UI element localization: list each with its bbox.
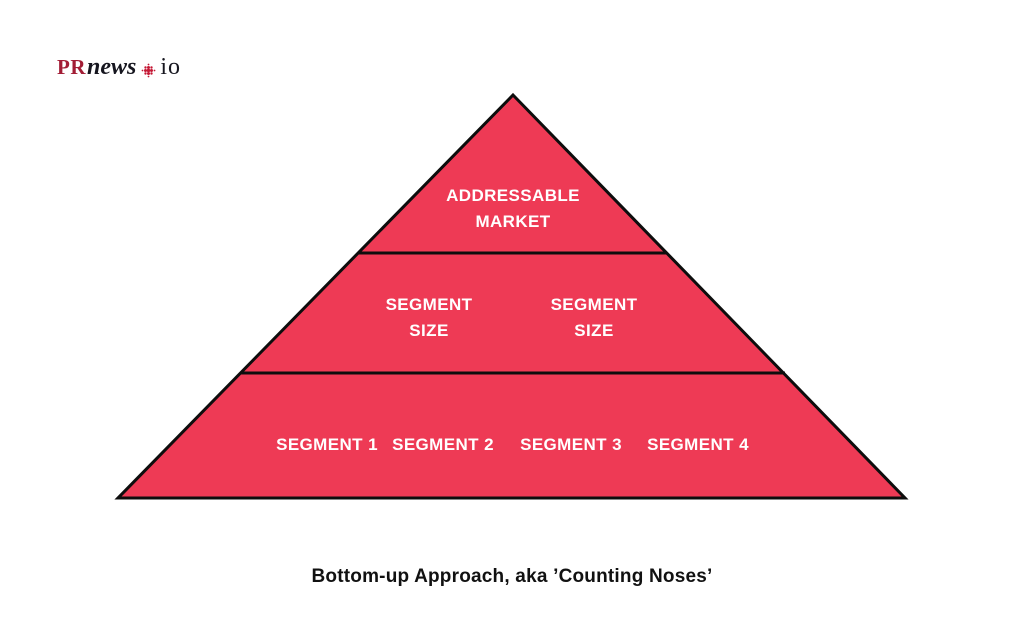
tier3-label-segment1: SEGMENT 1 <box>276 435 378 454</box>
prnewsio-logo: PR news io <box>57 54 181 81</box>
logo-pr-text: PR <box>57 55 86 79</box>
tier2-left-label-line2: SIZE <box>409 321 448 340</box>
tier1-label-line2: MARKET <box>475 212 550 231</box>
tier2-left-label-line1: SEGMENT <box>386 295 473 314</box>
caption-text: Bottom-up Approach, aka ’Counting Noses’ <box>311 566 713 587</box>
halftone-diamond-icon <box>141 63 156 78</box>
tier3-label-segment3: SEGMENT 3 <box>520 435 622 454</box>
tier1-label-line1: ADDRESSABLE <box>446 186 580 205</box>
logo-news-text: news <box>87 54 137 80</box>
pyramid-shape <box>114 92 909 500</box>
tier2-right-label-line2: SIZE <box>574 321 613 340</box>
tier2-right-label-line1: SEGMENT <box>551 295 638 314</box>
tier3-label-segment2: SEGMENT 2 <box>392 435 494 454</box>
logo-io-text: io <box>160 54 182 80</box>
tier3-label-segment4: SEGMENT 4 <box>647 435 749 454</box>
